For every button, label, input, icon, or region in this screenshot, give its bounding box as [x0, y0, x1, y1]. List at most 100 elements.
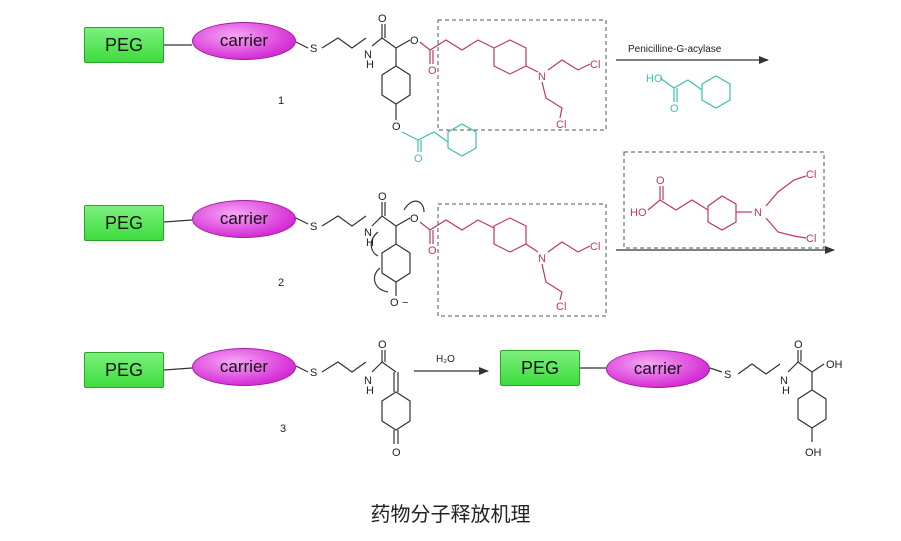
carrier-s-bond — [295, 217, 309, 225]
atom-cl-released-b: Cl — [806, 233, 816, 245]
compound-3 — [163, 350, 411, 444]
atom-cl-b: Cl — [556, 301, 566, 313]
atom-cl-released-a: Cl — [806, 169, 816, 181]
atom-o-acid-carbonyl: O — [656, 175, 665, 187]
rd-chain — [647, 199, 709, 211]
atom-o-phenoxy: O — [392, 121, 401, 133]
atom-n-released: N — [754, 207, 762, 219]
atom-n: N — [364, 227, 372, 239]
peg-carrier-link — [163, 367, 193, 371]
pa-ring — [701, 75, 731, 109]
atom-o-carbonyl: O — [378, 191, 387, 203]
peg-label: PEG — [520, 357, 559, 378]
product — [580, 350, 827, 442]
atom-oh-benzylic: OH — [826, 359, 843, 371]
phenylacetic-acid — [659, 75, 731, 109]
carrier-s-bond — [709, 367, 723, 373]
atom-n: N — [364, 49, 372, 61]
atom-h: H — [366, 59, 374, 71]
atom-o-carbonyl: O — [378, 339, 387, 351]
drug-ester-1 — [419, 39, 591, 119]
atom-n-mustard: N — [538, 253, 546, 265]
atom-n: N — [780, 375, 788, 387]
carrier-ellipse-product: carrier — [606, 350, 710, 388]
atom-h: H — [366, 237, 374, 249]
compound-number-3: 3 — [280, 423, 286, 435]
rd-arm-b — [765, 217, 807, 239]
ester-o-bond — [395, 39, 411, 49]
chloroethyl-arm-b — [541, 81, 563, 119]
peg-block-2: PEG — [84, 205, 164, 241]
amide-bonds — [371, 215, 397, 227]
product-phenyl-ring — [797, 389, 827, 429]
chloroethyl-arm-a — [547, 59, 591, 71]
reagent-water: H₂O — [436, 354, 455, 365]
amide-bonds — [371, 37, 397, 49]
carrier-s-bond — [295, 365, 309, 373]
atom-o-ester: O — [410, 35, 419, 47]
atom-cl-b: Cl — [556, 119, 566, 131]
amide-bonds — [787, 361, 825, 373]
atom-n: N — [364, 375, 372, 387]
carrier-label: carrier — [219, 209, 269, 228]
drug-chain — [419, 39, 495, 51]
peg-label: PEG — [104, 359, 143, 380]
acyl-chain — [401, 131, 449, 143]
released-drug-box — [623, 151, 825, 249]
acyl-ring — [447, 123, 477, 157]
atom-o-quinone: O — [392, 447, 401, 459]
drug-ring-1 — [493, 39, 527, 75]
compound-2 — [163, 200, 425, 296]
drug-box-2 — [437, 203, 607, 317]
compound-1 — [164, 24, 411, 120]
atom-h: H — [366, 385, 374, 397]
atom-cl-a: Cl — [590, 59, 600, 71]
peg-block-product: PEG — [500, 350, 580, 386]
atom-h: H — [782, 385, 790, 397]
pa-chain — [659, 77, 703, 91]
carrier-label: carrier — [219, 357, 269, 376]
atom-s: S — [310, 367, 317, 379]
released-drug — [647, 175, 807, 239]
thioether-chain — [321, 361, 367, 373]
atom-o-drug-carbonyl: O — [428, 65, 437, 77]
thioether-chain — [321, 37, 367, 49]
atom-o-carbonyl: O — [378, 13, 387, 25]
atom-o-phenoxide: O — [390, 297, 399, 309]
atom-s: S — [310, 43, 317, 55]
phenyl-ring-1 — [381, 65, 411, 105]
carrier-label: carrier — [633, 359, 683, 378]
drug-chain — [419, 219, 495, 231]
carrier-label: carrier — [219, 31, 269, 50]
atom-o-ester: O — [410, 213, 419, 225]
rd-ring — [707, 195, 737, 231]
atom-o-drug-carbonyl: O — [428, 245, 437, 257]
diagram-caption: 药物分子释放机理 — [370, 502, 531, 526]
compound-number-2: 2 — [278, 277, 284, 289]
ring-n-bond — [525, 243, 539, 253]
atom-o-carbonyl: O — [794, 339, 803, 351]
chloroethyl-arm-a — [547, 241, 591, 253]
atom-o-pa: O — [670, 103, 679, 115]
electron-arrow-b — [370, 231, 379, 257]
carrier-s-bond — [295, 41, 309, 49]
atom-s: S — [310, 221, 317, 233]
rd-arm-a — [765, 175, 807, 207]
drug-box-1 — [437, 19, 607, 131]
thioether-chain — [321, 215, 367, 227]
drug-ester-2 — [419, 217, 591, 301]
atom-ho-pa: HO — [646, 73, 663, 85]
phenylacetyl-group-1 — [401, 123, 477, 157]
drug-ring-2 — [493, 217, 527, 253]
peg-carrier-link — [163, 219, 193, 223]
atom-s: S — [724, 369, 731, 381]
atom-ho-acid: HO — [630, 207, 647, 219]
atom-n-mustard: N — [538, 71, 546, 83]
peg-block-3: PEG — [84, 352, 164, 388]
phenyl-ring-2 — [381, 243, 411, 283]
peg-label: PEG — [104, 34, 143, 55]
carrier-ellipse-1: carrier — [192, 22, 296, 60]
quinone-methide-ring — [381, 391, 411, 431]
